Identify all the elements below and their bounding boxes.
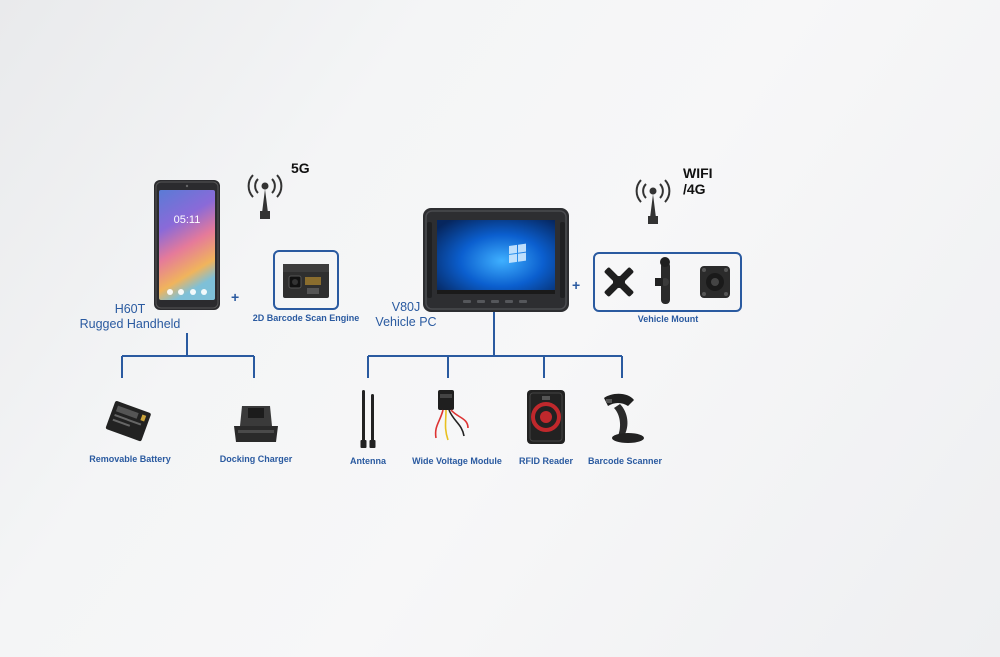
wide-voltage-module-icon (428, 388, 472, 446)
rfid-reader-icon (524, 388, 568, 446)
wide-voltage-module-label: Wide Voltage Module (412, 456, 502, 466)
vehicle-pc-title: V80J Vehicle PC (350, 300, 462, 330)
vehicle-mount-icon (604, 257, 730, 304)
scan-engine-icon (283, 264, 329, 298)
vehicle-plus-sign: + (572, 277, 581, 293)
handheld-title: H60T Rugged Handheld (70, 302, 190, 332)
docking-charger-label: Docking Charger (219, 454, 293, 464)
handheld-screen-time: 05:11 (173, 214, 201, 226)
vehicle-pc-model: V80J (391, 300, 421, 314)
vehicle-network-line2: /4G (683, 181, 706, 197)
vehicle-network-label: WIFI /4G (683, 165, 713, 197)
battery-label: Removable Battery (89, 454, 171, 464)
barcode-scanner-label: Barcode Scanner (587, 456, 663, 466)
handheld-network-label: 5G (291, 160, 310, 176)
barcode-scanner-icon (598, 390, 648, 444)
antenna-icon (355, 388, 381, 450)
vehicle-mount-box (593, 252, 742, 312)
handheld-antenna-icon (245, 173, 285, 221)
docking-charger-icon (228, 400, 284, 446)
handheld-model: H60T (114, 302, 146, 316)
antenna-label: Antenna (350, 456, 386, 466)
vehicle-network-line1: WIFI (683, 165, 713, 181)
handheld-plus-sign: + (231, 289, 240, 305)
vehicle-pc-image (423, 208, 569, 312)
vehicle-mount-label: Vehicle Mount (637, 314, 699, 324)
scan-engine-box (273, 250, 339, 310)
handheld-device-image: 05:11 (154, 180, 220, 310)
vehicle-pc-name: Vehicle PC (375, 315, 437, 329)
battery-icon (103, 398, 153, 446)
handheld-name: Rugged Handheld (79, 317, 181, 331)
scan-engine-label: 2D Barcode Scan Engine (252, 313, 360, 323)
vehicle-antenna-icon (633, 178, 673, 226)
rfid-reader-label: RFID Reader (518, 456, 573, 466)
